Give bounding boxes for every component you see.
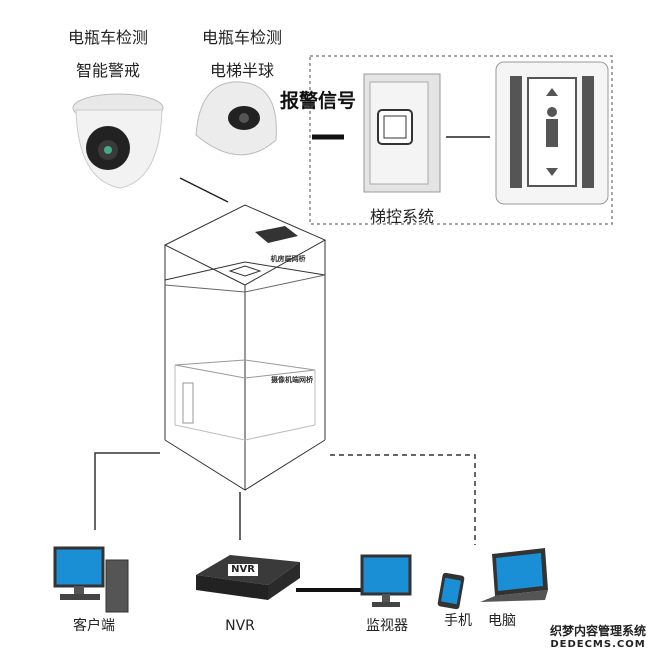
alarm-signal-label: 报警信号: [279, 90, 357, 112]
monitor-icon: [360, 554, 412, 607]
client-label: 客户端: [73, 618, 115, 634]
machine-room-bridge-icon: [255, 226, 298, 243]
client-computer-icon: [53, 546, 129, 613]
elevator-control-label: 梯控系统: [369, 207, 435, 226]
dome-camera-icon: [195, 81, 277, 156]
camera-1-label-line2: 智能警戒: [75, 61, 141, 80]
laptop-icon: [480, 548, 548, 602]
nvr-icon: [196, 555, 300, 600]
machine-room-bridge-label: 机房端网桥: [270, 255, 306, 263]
watermark-line2: DEDECMS.COM: [550, 639, 646, 650]
camera-2-label-line1: 电瓶车检测: [201, 28, 283, 47]
watermark: 织梦内容管理系统 DEDECMS.COM: [550, 622, 646, 650]
watermark-line1: 织梦内容管理系统: [549, 624, 646, 638]
turret-camera-icon: [72, 93, 164, 189]
camera-2-label-line2: 电梯半球: [209, 61, 275, 80]
elevator-control-cabinet-icon: [363, 73, 441, 193]
elevator-control-box: [309, 55, 613, 225]
phone-label: 手机: [444, 613, 472, 629]
camera-1-label-line1: 电瓶车检测: [67, 28, 149, 47]
elevator-sign-icon: [495, 61, 609, 205]
nvr-badge: NVR: [231, 564, 255, 575]
monitor-label: 监视器: [366, 618, 408, 634]
phone-icon: [437, 572, 465, 610]
pc-label: 电脑: [488, 613, 516, 629]
elevator-shaft: [163, 204, 327, 491]
camera-bridge-label: 摄像机端网桥: [271, 376, 313, 384]
nvr-label: NVR: [225, 618, 255, 634]
